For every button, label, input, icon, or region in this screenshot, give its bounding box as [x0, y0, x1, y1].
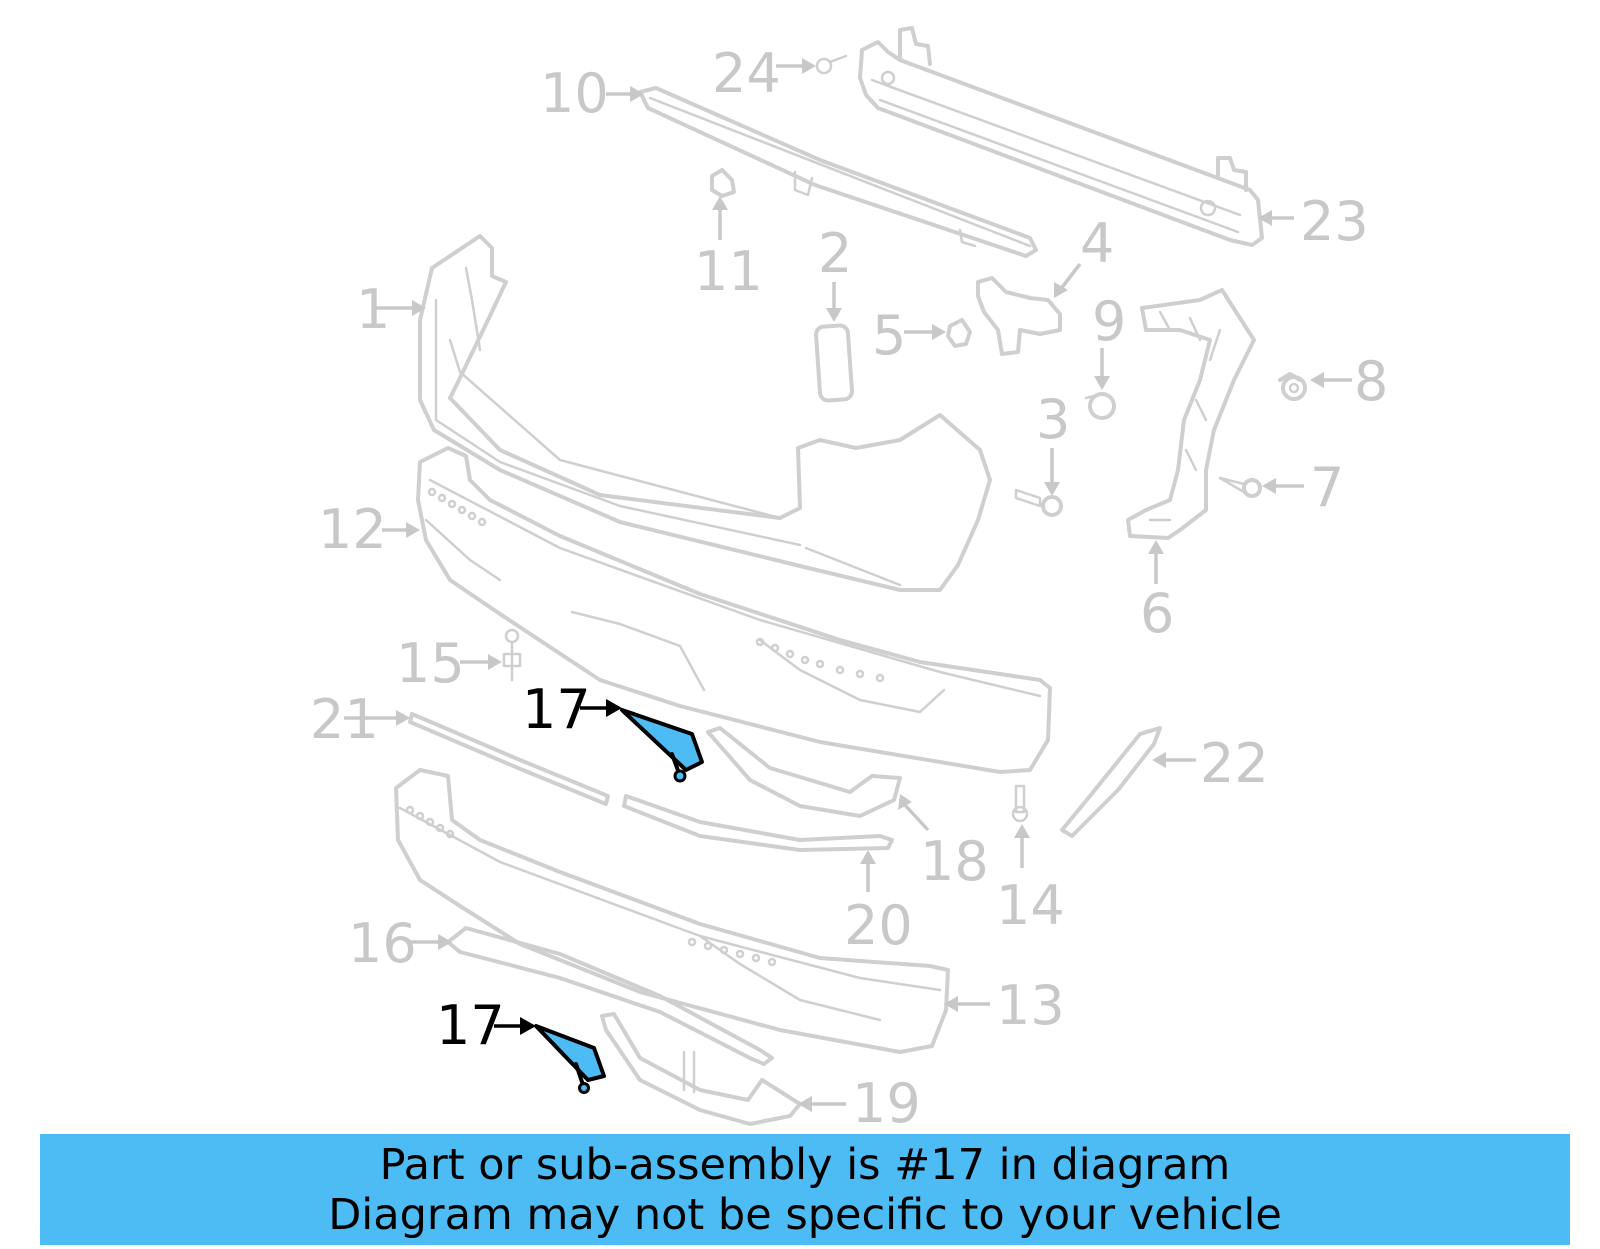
- callout-12: 12: [318, 498, 420, 561]
- callout-7: 7: [1262, 456, 1344, 519]
- parts-diagram: 10 24 23 11 2 4 1 5 9: [310, 26, 1388, 1130]
- svg-text:2: 2: [818, 222, 852, 285]
- part-10-energy-absorber: [638, 86, 1038, 258]
- svg-text:5: 5: [872, 304, 906, 367]
- svg-text:4: 4: [1080, 212, 1114, 275]
- callout-10: 10: [540, 62, 644, 125]
- callout-16: 16: [348, 912, 452, 975]
- banner-part-notice: Part or sub-assembly is #17 in diagram: [379, 1139, 1231, 1190]
- svg-text:19: 19: [852, 1072, 921, 1130]
- svg-text:20: 20: [844, 894, 913, 957]
- callout-8: 8: [1310, 350, 1388, 413]
- callout-21: 21: [310, 688, 410, 751]
- part-11-clip: [710, 168, 736, 198]
- part-13-lower-bumper-cover: [394, 768, 950, 1054]
- part-22-side-molding: [1060, 726, 1162, 838]
- svg-text:16: 16: [348, 912, 417, 975]
- callout-24: 24: [712, 42, 816, 105]
- svg-text:10: 10: [540, 62, 609, 125]
- callout-22: 22: [1152, 732, 1269, 795]
- svg-text:11: 11: [694, 240, 763, 303]
- svg-text:23: 23: [1300, 190, 1369, 253]
- callout-3: 3: [1036, 388, 1070, 496]
- svg-text:7: 7: [1310, 456, 1344, 519]
- part-14-bolt: [1011, 784, 1029, 823]
- part-3-screw: [1014, 488, 1063, 517]
- part-17-highlighted-upper[interactable]: [620, 708, 704, 783]
- svg-text:6: 6: [1140, 582, 1174, 645]
- part-5-nut: [946, 318, 972, 348]
- part-19-diffuser: [600, 1012, 802, 1126]
- part-2-tow-hook-cap: [813, 323, 855, 403]
- svg-text:12: 12: [318, 498, 387, 561]
- callout-5: 5: [872, 304, 946, 367]
- svg-text:13: 13: [996, 974, 1065, 1037]
- callout-2: 2: [818, 222, 852, 322]
- callout-14: 14: [996, 824, 1065, 937]
- callout-13: 13: [944, 974, 1065, 1037]
- part-7-screw: [1218, 476, 1262, 498]
- part-16-skid-plate: [446, 926, 774, 1066]
- callout-19: 19: [798, 1072, 921, 1130]
- callout-18: 18: [898, 794, 989, 893]
- callout-1: 1: [356, 278, 426, 341]
- callout-9: 9: [1092, 290, 1126, 390]
- part-6-side-bracket: [1126, 288, 1256, 540]
- banner-disclaimer: Diagram may not be specific to your vehi…: [328, 1189, 1282, 1240]
- svg-text:22: 22: [1200, 732, 1269, 795]
- part-4-bracket: [976, 276, 1062, 356]
- part-18-trim-piece: [706, 726, 902, 818]
- callout-20: 20: [844, 850, 913, 957]
- part-15-pin-clip: [502, 628, 522, 682]
- svg-text:17: 17: [522, 678, 591, 741]
- part-1-bumper-cover: [418, 234, 992, 592]
- info-banner: Part or sub-assembly is #17 in diagram D…: [40, 1134, 1570, 1245]
- part-23-bumper-reinforcement: [858, 26, 1264, 247]
- svg-text:3: 3: [1036, 388, 1070, 451]
- part-12-bumper-lower-cover: [416, 446, 1052, 774]
- callout-23: 23: [1258, 190, 1369, 253]
- part-17-highlighted-lower[interactable]: [534, 1024, 606, 1094]
- callout-17-upper[interactable]: 17: [522, 678, 622, 741]
- callout-11: 11: [694, 196, 763, 303]
- svg-text:8: 8: [1354, 350, 1388, 413]
- part-20-lower-strip: [622, 794, 894, 852]
- part-21-molding-strip: [408, 712, 610, 806]
- svg-text:15: 15: [396, 632, 465, 695]
- svg-text:9: 9: [1092, 290, 1126, 353]
- part-24-bolt: [815, 54, 848, 75]
- callout-4: 4: [1054, 212, 1114, 298]
- part-9-clip: [1084, 392, 1116, 420]
- callout-17-lower[interactable]: 17: [436, 994, 536, 1057]
- svg-text:18: 18: [920, 830, 989, 893]
- svg-text:14: 14: [996, 874, 1065, 937]
- part-8-nut: [1278, 372, 1307, 401]
- callout-15: 15: [396, 632, 502, 695]
- svg-text:24: 24: [712, 42, 781, 105]
- svg-text:17: 17: [436, 994, 505, 1057]
- callout-6: 6: [1140, 540, 1174, 645]
